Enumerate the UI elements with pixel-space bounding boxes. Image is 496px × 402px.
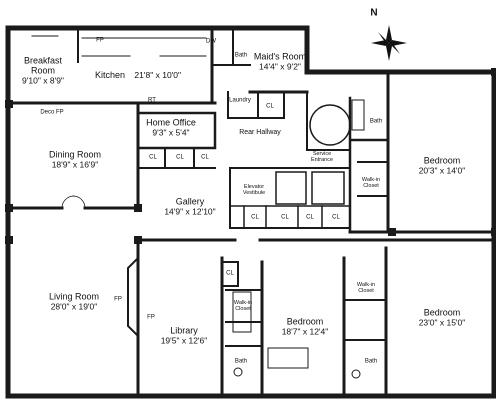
label-bath-bedroom2: Bath xyxy=(234,358,248,365)
elevator-cl xyxy=(243,205,323,229)
room-name: Gallery xyxy=(175,196,205,207)
label-laundry: Laundry xyxy=(229,97,251,104)
room-bedroom-2: Bedroom 18'7" x 12'4" xyxy=(281,316,329,337)
room-name: Home Office xyxy=(146,117,196,128)
room-dims: 18'7" x 12'4" xyxy=(281,326,329,337)
wall-walkin-2 xyxy=(225,289,263,323)
label-cl-elev-2: CL xyxy=(281,214,289,221)
label-service-entrance: Service Entrance xyxy=(310,150,334,163)
wall-walkin-3 xyxy=(343,299,387,341)
room-dims: 9'3" x 5'4" xyxy=(152,127,190,138)
wall-maid-cl xyxy=(257,91,285,119)
service-stair xyxy=(309,104,351,146)
label-cl-elev-1: CL xyxy=(251,214,259,221)
room-dims: 19'5" x 12'6" xyxy=(160,335,208,346)
room-dims: 23'0" x 15'0" xyxy=(418,317,466,328)
room-bedroom-3: Bedroom 23'0" x 15'0" xyxy=(418,307,466,328)
label-elevator-vestibule: Elevator Vestibule xyxy=(242,183,266,196)
elevator-cab-1 xyxy=(275,171,307,205)
room-living: Living Room 28'0" x 19'0" xyxy=(48,291,100,312)
label-cl-office-2: CL xyxy=(176,154,184,161)
toilet-1 xyxy=(233,367,243,377)
label-walkin-bedroom3: Walk-in Closet xyxy=(356,281,376,294)
room-dims: 9'10" x 8'9" xyxy=(22,75,64,86)
room-dining: Dining Room 18'9" x 16'9" xyxy=(48,149,102,170)
room-name: Library xyxy=(170,325,198,336)
label-rear-hallway: Rear Hallway xyxy=(239,129,281,137)
room-home-office: Home Office 9'3" x 5'4" xyxy=(146,117,196,138)
label-walkin-bedroom2: Walk-in Closet xyxy=(233,299,253,312)
room-dims: 21'8" x 10'0" xyxy=(134,70,182,81)
compass-north-label: N xyxy=(370,7,378,19)
label-fp-kitchen: FP xyxy=(96,37,104,44)
label-bath-bedroom3: Bath xyxy=(364,358,378,365)
room-kitchen: Kitchen 21'8" x 10'0" xyxy=(95,65,181,83)
compass-rose-icon xyxy=(371,25,407,61)
room-name: Dining Room xyxy=(48,149,102,160)
bathtub-3 xyxy=(351,99,365,131)
room-dims: 20'3" x 14'0" xyxy=(418,165,466,176)
room-dims: 14'9" x 12'10" xyxy=(164,206,216,217)
label-deco-fp: Deco FP xyxy=(40,109,64,116)
wall-laundry xyxy=(227,91,259,119)
room-name: Bedroom xyxy=(423,155,461,166)
room-name: Kitchen xyxy=(94,70,125,81)
label-cl-maid: CL xyxy=(266,103,274,110)
label-rt: RT xyxy=(148,97,156,104)
label-bath-bedroom1: Bath xyxy=(369,118,383,125)
wall-office-cl xyxy=(137,147,216,169)
wall-walkin-1 xyxy=(357,161,389,197)
fireplace-living xyxy=(127,255,139,339)
kitchen-counter xyxy=(81,37,207,57)
room-library: Library 19'5" x 12'6" xyxy=(160,325,208,346)
label-bath-maid: Bath xyxy=(234,52,248,59)
bathtub-2 xyxy=(267,347,309,369)
room-name: Maid's Room xyxy=(253,51,307,62)
label-cl-elev-3: CL xyxy=(306,214,314,221)
label-dw: DW xyxy=(206,38,216,45)
room-name: Bedroom xyxy=(423,307,461,318)
room-maids: Maid's Room 14'4" x 9'2" xyxy=(253,51,307,72)
bathtub-1 xyxy=(232,291,252,333)
room-dims: 28'0" x 19'0" xyxy=(50,301,98,312)
room-bedroom-1: Bedroom 20'3" x 14'0" xyxy=(418,155,466,176)
columns xyxy=(5,68,496,244)
room-dims: 14'4" x 9'2" xyxy=(259,61,301,72)
elevator-cab-2 xyxy=(311,171,345,205)
room-name: Bedroom xyxy=(286,316,324,327)
room-breakfast: Breakfast Room 9'10" x 8'9" xyxy=(22,55,64,86)
label-cl-office-1: CL xyxy=(149,154,157,161)
room-dims: 18'9" x 16'9" xyxy=(51,159,99,170)
room-name: Breakfast Room xyxy=(23,55,63,76)
room-gallery: Gallery 14'9" x 12'10" xyxy=(164,196,216,217)
room-name: Living Room xyxy=(48,291,100,302)
dining-door xyxy=(61,195,86,209)
wall-bedroom1-bath xyxy=(348,96,390,234)
wall-lib-cl xyxy=(221,261,239,287)
toilet-2 xyxy=(351,369,361,379)
label-cl-library: CL xyxy=(226,270,234,277)
label-walkin-bedroom1: Walk-in Closet xyxy=(361,176,381,189)
label-cl-elev-4: CL xyxy=(332,214,340,221)
label-cl-office-3: CL xyxy=(201,154,209,161)
label-fp-library: FP xyxy=(147,314,155,321)
exterior-walls xyxy=(5,25,496,399)
label-fp-living: FP xyxy=(114,296,122,303)
wall-rear-hall xyxy=(306,91,351,151)
